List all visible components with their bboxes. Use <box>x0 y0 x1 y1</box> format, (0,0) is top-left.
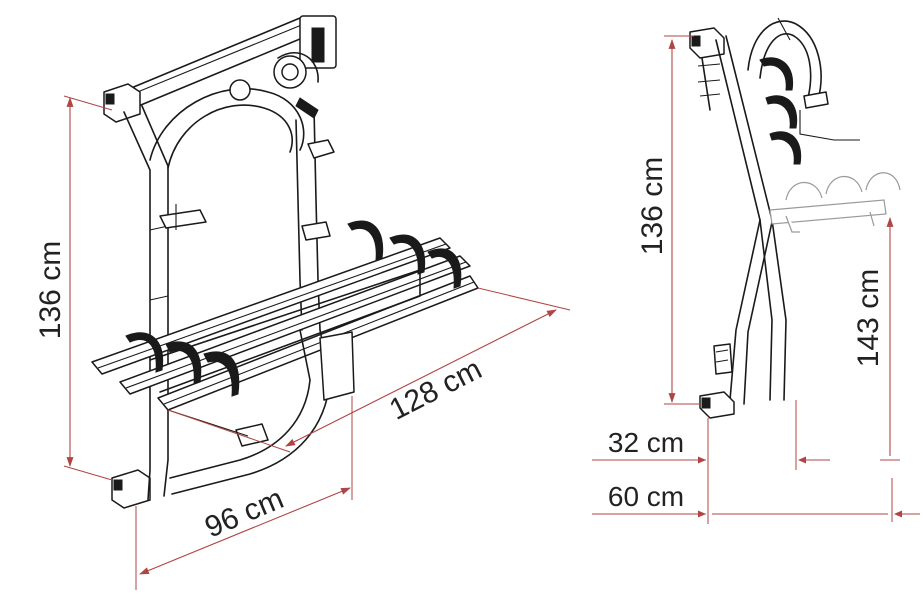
side-main-rails <box>715 35 787 405</box>
height-dimension-left-view <box>63 95 113 481</box>
lower-mounting-bracket <box>111 469 151 509</box>
side-top-bracket <box>689 27 725 111</box>
side-lower-bracket <box>699 343 735 419</box>
mid-attachment-bracket <box>159 204 207 230</box>
left-height-label: 136 cm <box>34 241 67 339</box>
upper-mounting-bracket <box>103 83 141 123</box>
left-width-label: 96 cm <box>200 482 288 544</box>
offset-large-label: 60 cm <box>608 481 684 512</box>
upper-hoop <box>149 52 319 169</box>
right-height-label: 136 cm <box>636 157 669 255</box>
right-lower-height-label: 143 cm <box>852 269 885 367</box>
offset-small-dimension <box>592 400 830 524</box>
width-dimension-left-view <box>135 396 353 590</box>
offset-large-dimension <box>592 478 920 522</box>
depth-dimension-left-view <box>167 287 571 453</box>
rack-side-view <box>592 17 920 524</box>
wheel-straps <box>125 220 462 397</box>
side-upper-hoops <box>747 17 860 165</box>
right-upright-tube <box>295 107 335 331</box>
left-depth-label: 128 cm <box>384 352 487 426</box>
side-carrier-ghost <box>769 172 901 233</box>
left-upright-tube <box>123 105 169 501</box>
height-dimension-right-view <box>664 35 700 405</box>
lower-height-dimension-right-view <box>880 217 900 461</box>
rack-perspective-view <box>63 15 571 590</box>
offset-small-label: 32 cm <box>608 427 684 458</box>
